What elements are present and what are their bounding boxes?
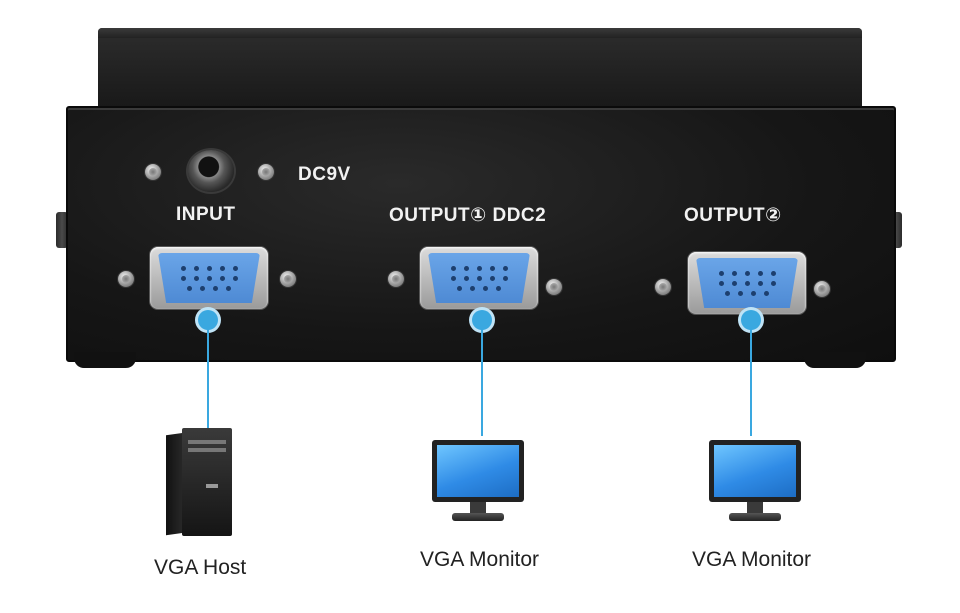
screw-icon	[546, 279, 562, 295]
connection-dot-output2	[741, 310, 761, 330]
screw-icon	[388, 271, 404, 287]
output2-port-label: OUTPUT②	[684, 205, 782, 226]
input-port-label: INPUT	[176, 204, 236, 225]
connection-dot-input	[198, 310, 218, 330]
splitter-top-panel	[98, 28, 862, 114]
screw-icon	[655, 279, 671, 295]
side-screw-left	[56, 212, 68, 248]
connection-line-output2	[750, 328, 752, 436]
vga-output1-port[interactable]	[420, 247, 538, 309]
device-caption-monitor-2: VGA Monitor	[692, 548, 812, 571]
screw-icon	[814, 281, 830, 297]
screw-icon	[280, 271, 296, 287]
computer-tower-icon	[166, 428, 232, 536]
monitor-icon	[709, 440, 801, 526]
connection-dot-output1	[472, 310, 492, 330]
output1-port-label: OUTPUT① DDC2	[389, 205, 547, 226]
device-caption-monitor-1: VGA Monitor	[420, 548, 540, 571]
screw-icon	[145, 164, 161, 180]
vga-output2-port[interactable]	[688, 252, 806, 314]
connection-line-input	[207, 328, 209, 430]
rubber-foot-left	[74, 352, 136, 368]
power-label: DC9V	[298, 164, 351, 185]
monitor-icon	[432, 440, 524, 526]
rubber-foot-right	[804, 352, 866, 368]
screw-icon	[258, 164, 274, 180]
device-caption-host: VGA Host	[154, 556, 247, 579]
dc-power-jack[interactable]	[188, 150, 234, 192]
connection-line-output1	[481, 328, 483, 436]
vga-input-port[interactable]	[150, 247, 268, 309]
screw-icon	[118, 271, 134, 287]
